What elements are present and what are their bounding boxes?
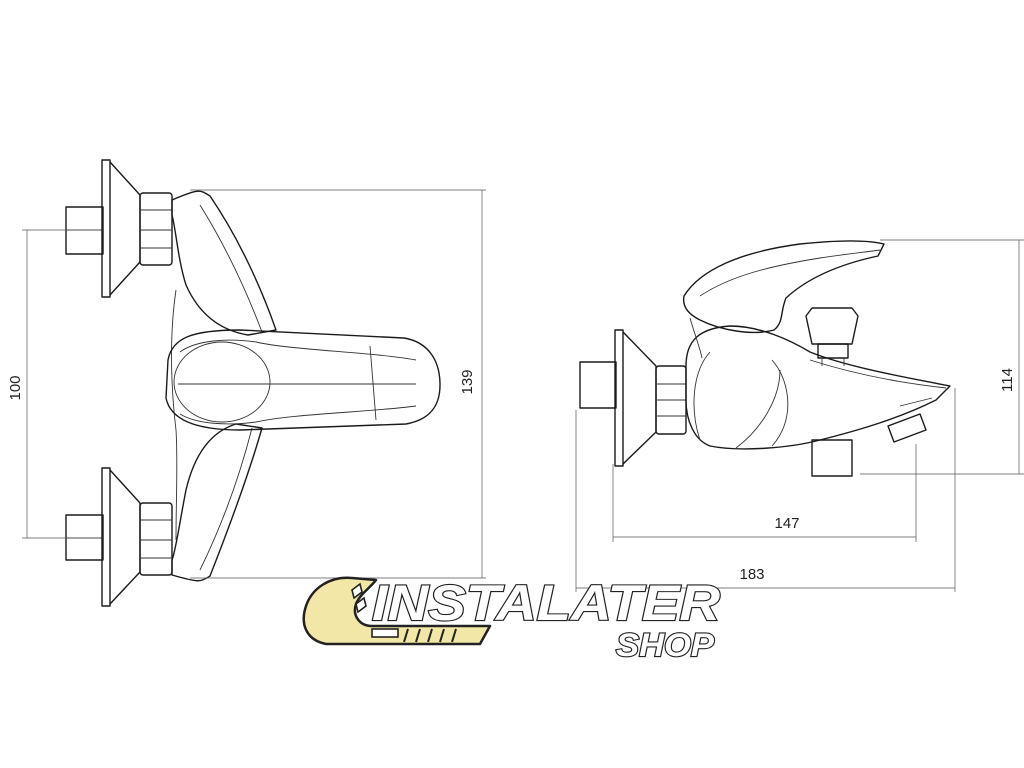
spout-aerator — [887, 413, 927, 443]
side-wall-flange — [614, 329, 624, 467]
side-bottom-outlet — [811, 439, 853, 477]
logo-wrench-emblem — [302, 576, 492, 646]
lower-wall-flange — [101, 467, 111, 607]
dim-front-height: 139 — [459, 369, 476, 394]
dim-side-total: 183 — [739, 566, 764, 583]
dim-side-depth: 147 — [774, 515, 799, 532]
diverter-knob — [805, 307, 859, 345]
side-inlet-stub — [579, 361, 617, 409]
front-view: 100 139 — [7, 159, 486, 607]
lower-hex-nut — [139, 502, 173, 576]
lower-inlet-stub — [65, 514, 104, 561]
upper-hex-nut — [139, 192, 173, 266]
side-view: 114 147 183 — [575, 239, 1024, 592]
dim-inlet-spacing: 100 — [7, 375, 24, 400]
instalater-shop-logo: INSTALATER SHOP — [302, 574, 721, 664]
upper-wall-flange — [101, 159, 111, 298]
front-lever-handle — [165, 329, 441, 431]
logo-word-shop: SHOP — [616, 627, 715, 663]
side-lever-handle — [682, 240, 885, 334]
side-body-spout — [685, 325, 951, 450]
dim-side-height: 114 — [999, 368, 1016, 392]
logo-word-instalater: INSTALATER — [372, 575, 720, 631]
mixer-body — [171, 190, 277, 336]
upper-inlet-stub — [65, 206, 104, 255]
